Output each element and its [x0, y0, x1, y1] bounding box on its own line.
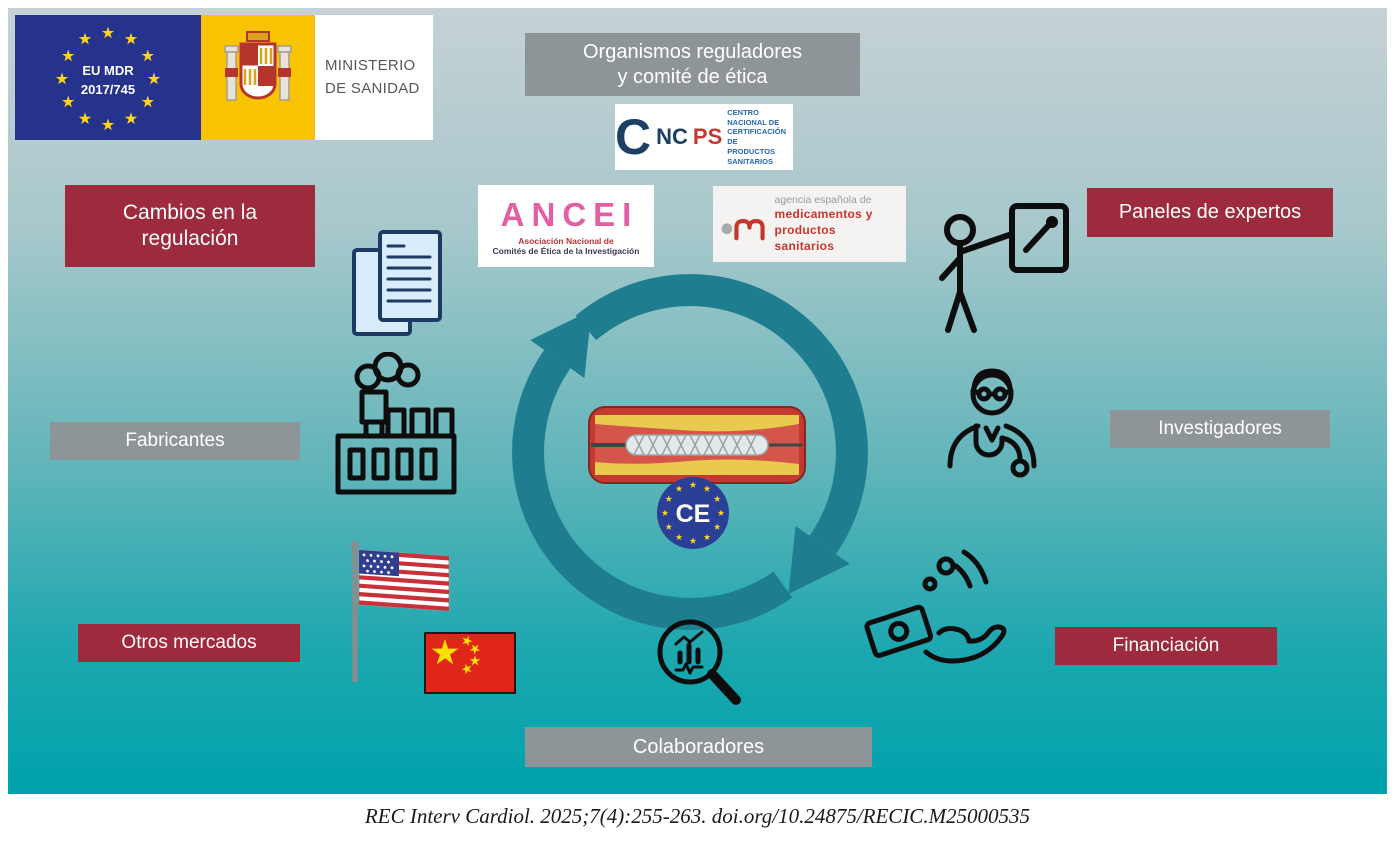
aemps-mark-icon — [721, 218, 765, 241]
ancei-sub1: Asociación Nacional de — [518, 236, 614, 246]
ministry-line2: DE SANIDAD — [325, 79, 420, 97]
cncps-big-c: C — [615, 108, 652, 165]
cncps-text: CENTRO NACIONAL DE CERTIFICACIÓN DE PROD… — [727, 107, 786, 166]
researcher-icon — [947, 368, 1037, 478]
node-regulation-changes: Cambios en la regulación — [65, 185, 315, 267]
aemps-logo: agencia española de medicamentos y produ… — [713, 186, 906, 262]
factory-icon — [335, 352, 457, 495]
ancei-name: ANCEI — [500, 196, 639, 233]
cncps-nc: NC — [656, 124, 688, 149]
presenter-icon — [939, 203, 1069, 333]
collaborators-icon — [657, 619, 741, 705]
us-flag-icon — [351, 541, 450, 682]
cncps-logo: C NC PS CENTRO NACIONAL DE CERTIFICACIÓN… — [615, 104, 793, 170]
ministry-line1: MINISTERIO — [325, 57, 416, 74]
funding-icon — [864, 549, 1007, 664]
china-flag-icon — [424, 632, 516, 694]
node-manufacturers: Fabricantes — [50, 422, 300, 460]
arrowhead-right-icon — [788, 525, 850, 595]
eu-mdr-label: EU MDR 2017/745 — [80, 63, 136, 97]
spain-coat-of-arms-icon — [224, 30, 292, 101]
node-regulators: Organismos reguladores y comité de ética — [525, 33, 860, 96]
ce-mark-label: CE — [676, 500, 711, 528]
node-funding: Financiación — [1055, 627, 1277, 665]
arrowhead-left-icon — [530, 309, 592, 379]
ancei-logo: ANCEI Asociación Nacional de Comités de … — [478, 185, 654, 267]
cncps-ps: PS — [692, 124, 723, 149]
ce-mark-icon: CE — [657, 477, 729, 549]
documents-icon — [352, 230, 442, 336]
figure-citation: REC Interv Cardiol. 2025;7(4):255-263. d… — [364, 804, 1031, 828]
eu-mdr-flag-badge: EU MDR 2017/745 — [15, 15, 201, 140]
cycle-arrows — [512, 274, 868, 630]
ancei-sub2: Comités de Ética de la Investigación — [492, 246, 640, 256]
node-expert-panels: Paneles de expertos — [1087, 188, 1333, 237]
node-researchers: Investigadores — [1110, 410, 1330, 448]
node-collaborators: Colaboradores — [525, 727, 872, 767]
spain-flag — [201, 15, 315, 140]
aemps-text: agencia española de medicamentos y produ… — [774, 193, 873, 253]
ministry-logo: MINISTERIO DE SANIDAD — [315, 15, 433, 140]
artery-stent-image — [588, 406, 806, 484]
node-other-markets: Otros mercados — [78, 624, 300, 662]
